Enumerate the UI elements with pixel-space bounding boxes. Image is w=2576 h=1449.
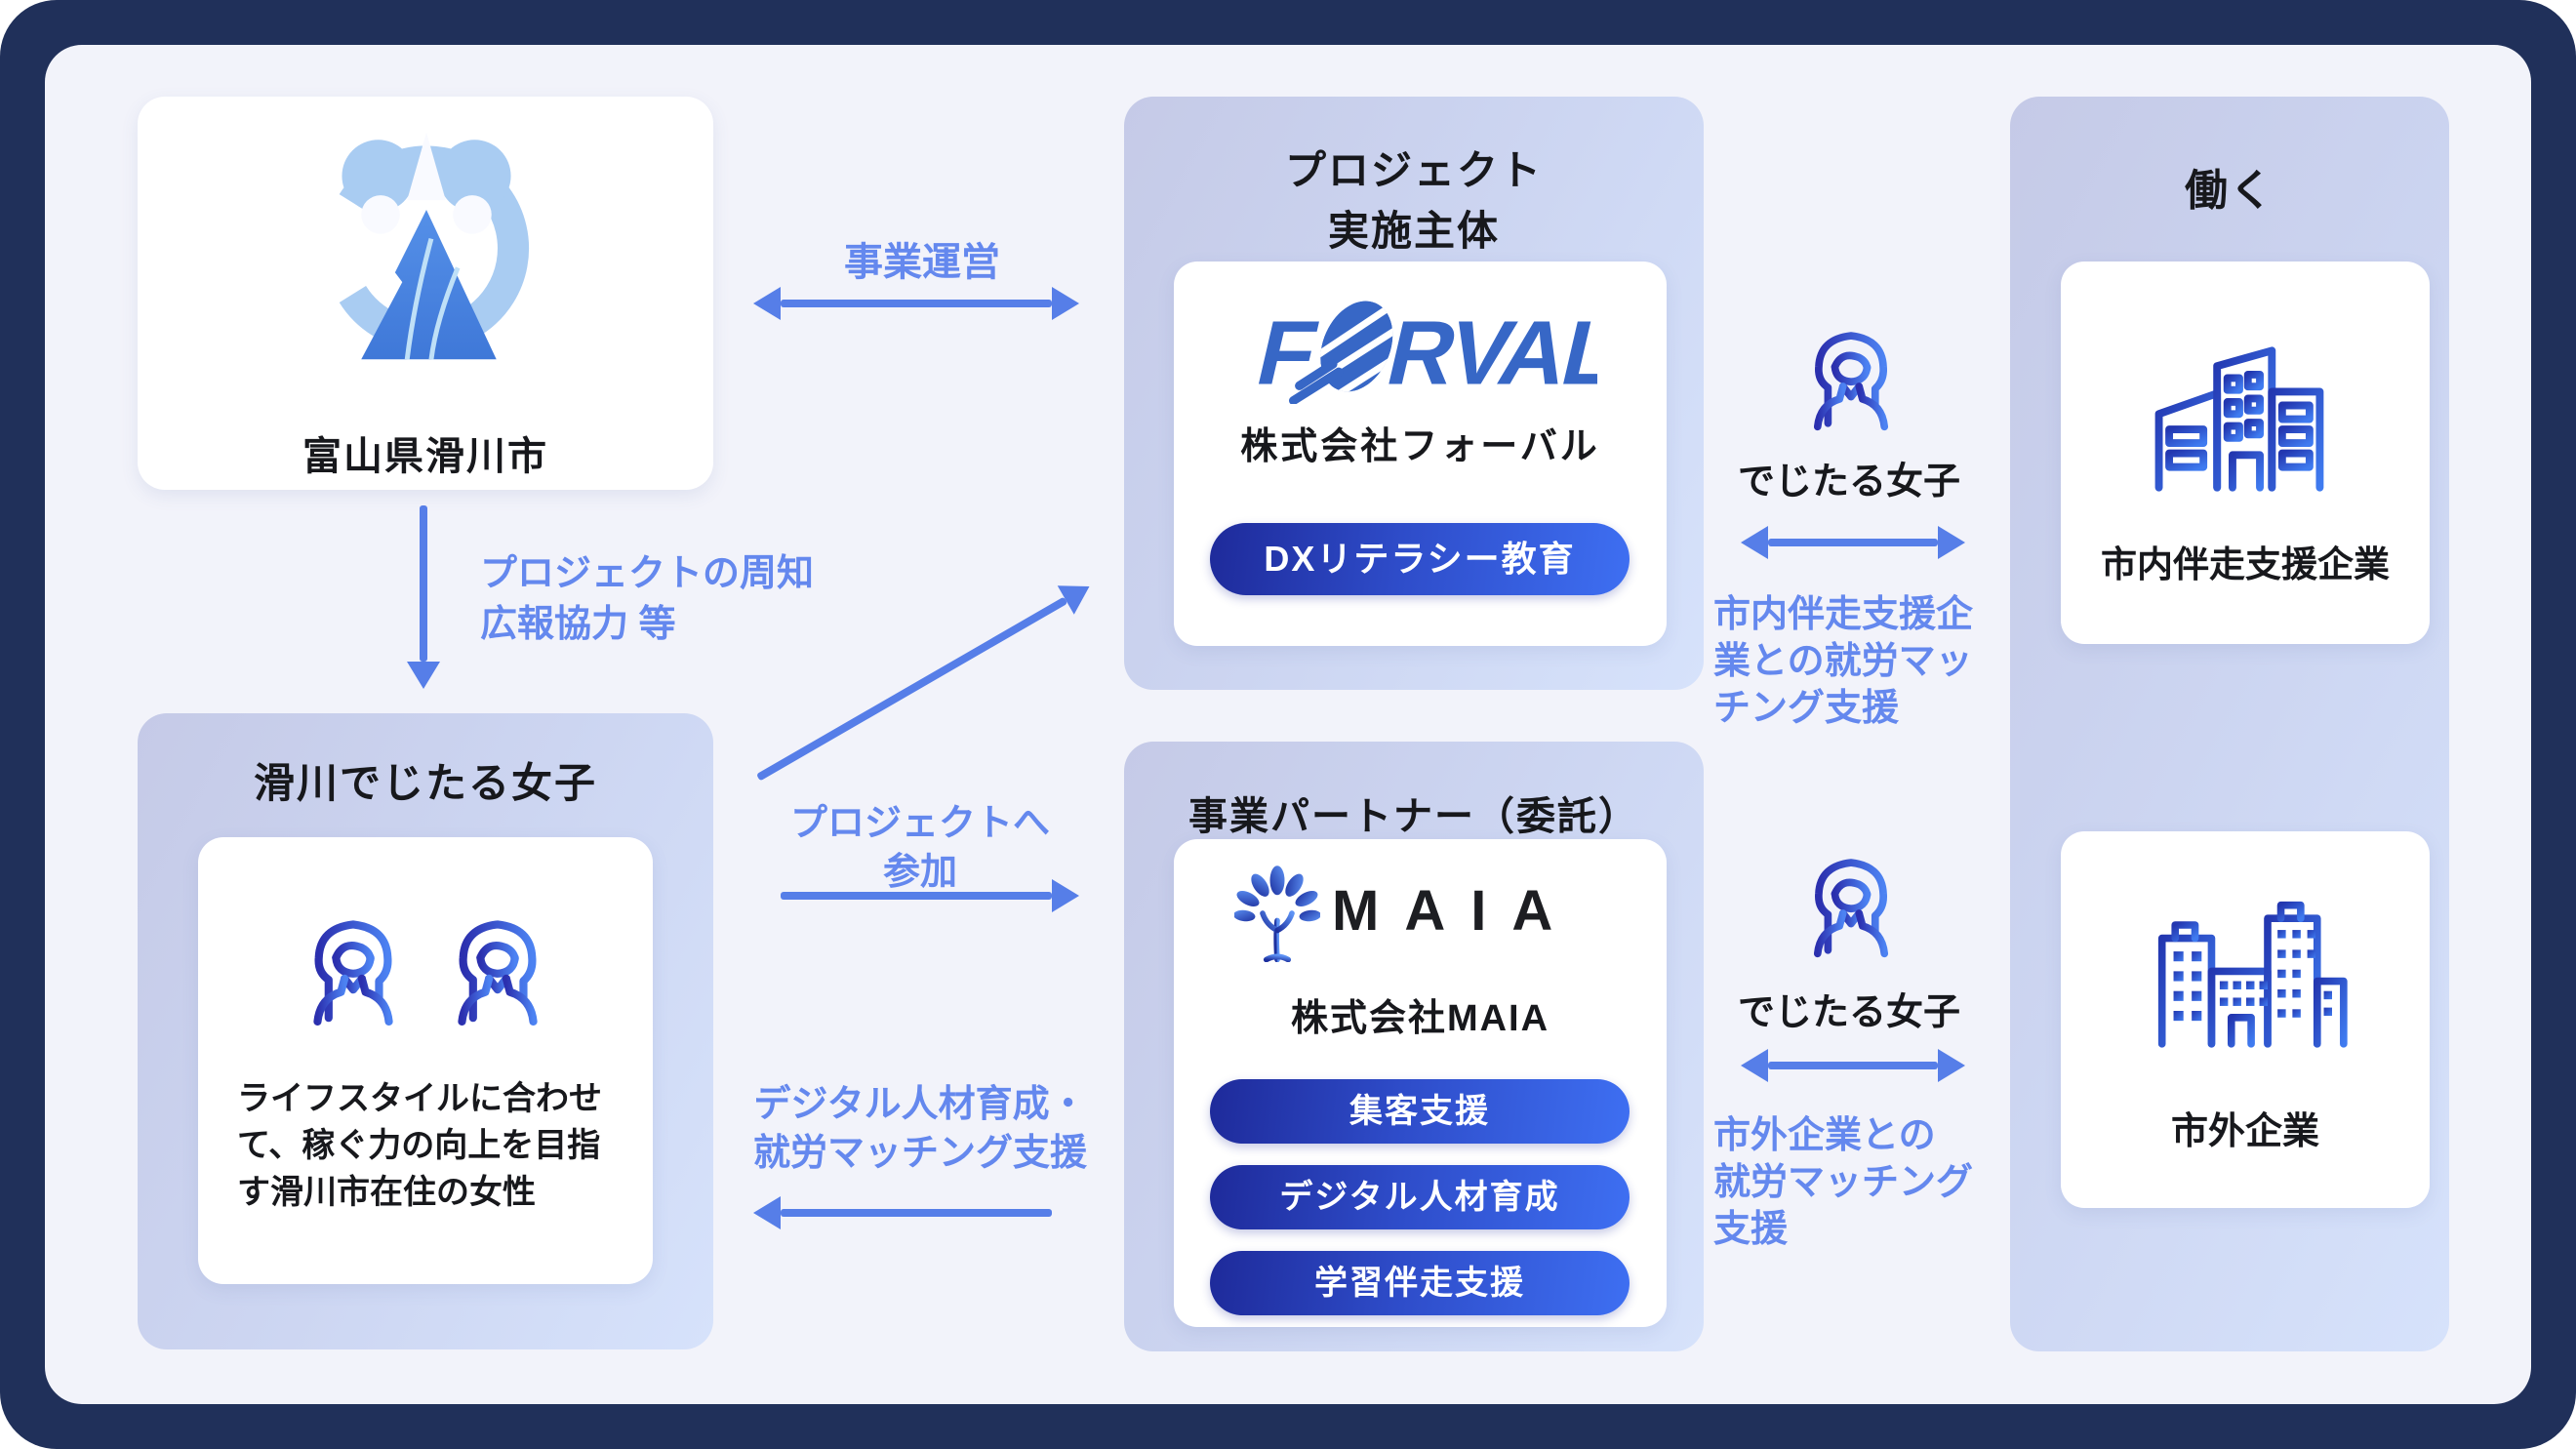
join-label-line1: プロジェクトへ (789, 803, 1050, 844)
woman-icon (1793, 314, 1909, 433)
city-to-women-label-line2: 広報協力 等 (480, 604, 676, 645)
forval-card: F 株式会社フォーバル DXリテラシー教育 (1174, 262, 1667, 646)
women-group-title: 滑川でじたる女子 (253, 760, 597, 806)
arrow-city-forval (753, 287, 1079, 320)
forval-logo: F (1242, 301, 1597, 404)
upper-match-line2: 業との就労マッ (1713, 641, 1973, 682)
operator-container: プロジェクト 実施主体 F 株式会社フォーバル DXリテラシー教育 (1124, 97, 1704, 690)
city-to-women-label-line1: プロジェクトの周知 (480, 553, 815, 594)
women-desc-line1: ライフスタイルに合わせ (237, 1080, 602, 1117)
woman-icon (1793, 841, 1909, 960)
partner-container: 事業パートナー（委託） MAIA 株式会社MAIA 集客支援 デジタル人材育成 … (1124, 742, 1704, 1351)
outer-company-card: 市外企業 (2061, 831, 2430, 1208)
office-buildings-icon (2135, 322, 2357, 496)
maia-logo-text: MAIA (1332, 879, 1579, 943)
namerikawa-city-emblem-icon (280, 118, 573, 383)
forval-company-label: 株式会社フォーバル (1240, 426, 1600, 467)
work-heading: 働く (2185, 167, 2274, 215)
digital-woman-lower-label: でじたる女子 (1737, 992, 1960, 1033)
women-group-container: 滑川でじたる女子 ライフスタイルに合わせ て、稼ぐ力の向上を目指 す滑川市在住の… (138, 713, 713, 1349)
lower-match-line3: 支援 (1713, 1209, 1789, 1250)
maia-card: MAIA 株式会社MAIA 集客支援 デジタル人材育成 学習伴走支援 (1174, 839, 1667, 1327)
join-label-line2: 参加 (882, 852, 957, 893)
work-container: 働く 市内伴走支援企業 市外企業 (2010, 97, 2449, 1351)
operate-label: 事業運営 (844, 241, 1000, 284)
partner-heading: 事業パートナー（委託） (1188, 795, 1639, 838)
maia-tag-pill-2: デジタル人材育成 (1210, 1165, 1630, 1229)
lower-match-line1: 市外企業との (1713, 1115, 1936, 1156)
operator-heading-line2: 実施主体 (1327, 208, 1500, 254)
maia-tree-icon (1234, 865, 1320, 962)
arrow-city-to-women (407, 505, 440, 689)
women-card: ライフスタイルに合わせ て、稼ぐ力の向上を目指 す滑川市在住の女性 (198, 837, 653, 1284)
operator-heading-line1: プロジェクト (1284, 147, 1543, 193)
arrow-women-to-maia (781, 879, 1079, 912)
maia-tag-pill-3: 学習伴走支援 (1210, 1251, 1630, 1315)
maia-tag-pill-1: 集客支援 (1210, 1079, 1630, 1144)
arrow-maia-to-women (753, 1196, 1052, 1229)
maia-company-label: 株式会社MAIA (1290, 998, 1550, 1039)
forval-tag-pill: DXリテラシー教育 (1210, 523, 1630, 595)
digital-woman-upper-label: でじたる女子 (1737, 462, 1960, 503)
inner-company-card: 市内伴走支援企業 (2061, 262, 2430, 644)
training-label-line1: デジタル人材育成・ (753, 1084, 1087, 1125)
women-desc-line2: て、稼ぐ力の向上を目指 (237, 1127, 601, 1164)
upper-match-line1: 市内伴走支援企 (1713, 594, 1974, 635)
training-label-line2: 就労マッチング支援 (752, 1133, 1087, 1174)
arrow-lower-match (1741, 1049, 1965, 1082)
upper-match-line3: チング支援 (1713, 688, 1900, 729)
city-label: 富山県滑川市 (302, 435, 548, 478)
arrow-upper-match (1741, 526, 1965, 559)
woman-icon (292, 902, 415, 1028)
lower-match-line2: 就労マッチング (1713, 1162, 1974, 1203)
inner-company-label: 市内伴走支援企業 (2101, 544, 2390, 584)
woman-icon (436, 902, 559, 1028)
outer-company-label: 市外企業 (2170, 1111, 2319, 1152)
women-desc-line3: す滑川市在住の女性 (237, 1174, 536, 1211)
city-buildings-icon (2139, 882, 2354, 1054)
city-card: 富山県滑川市 (138, 97, 713, 490)
